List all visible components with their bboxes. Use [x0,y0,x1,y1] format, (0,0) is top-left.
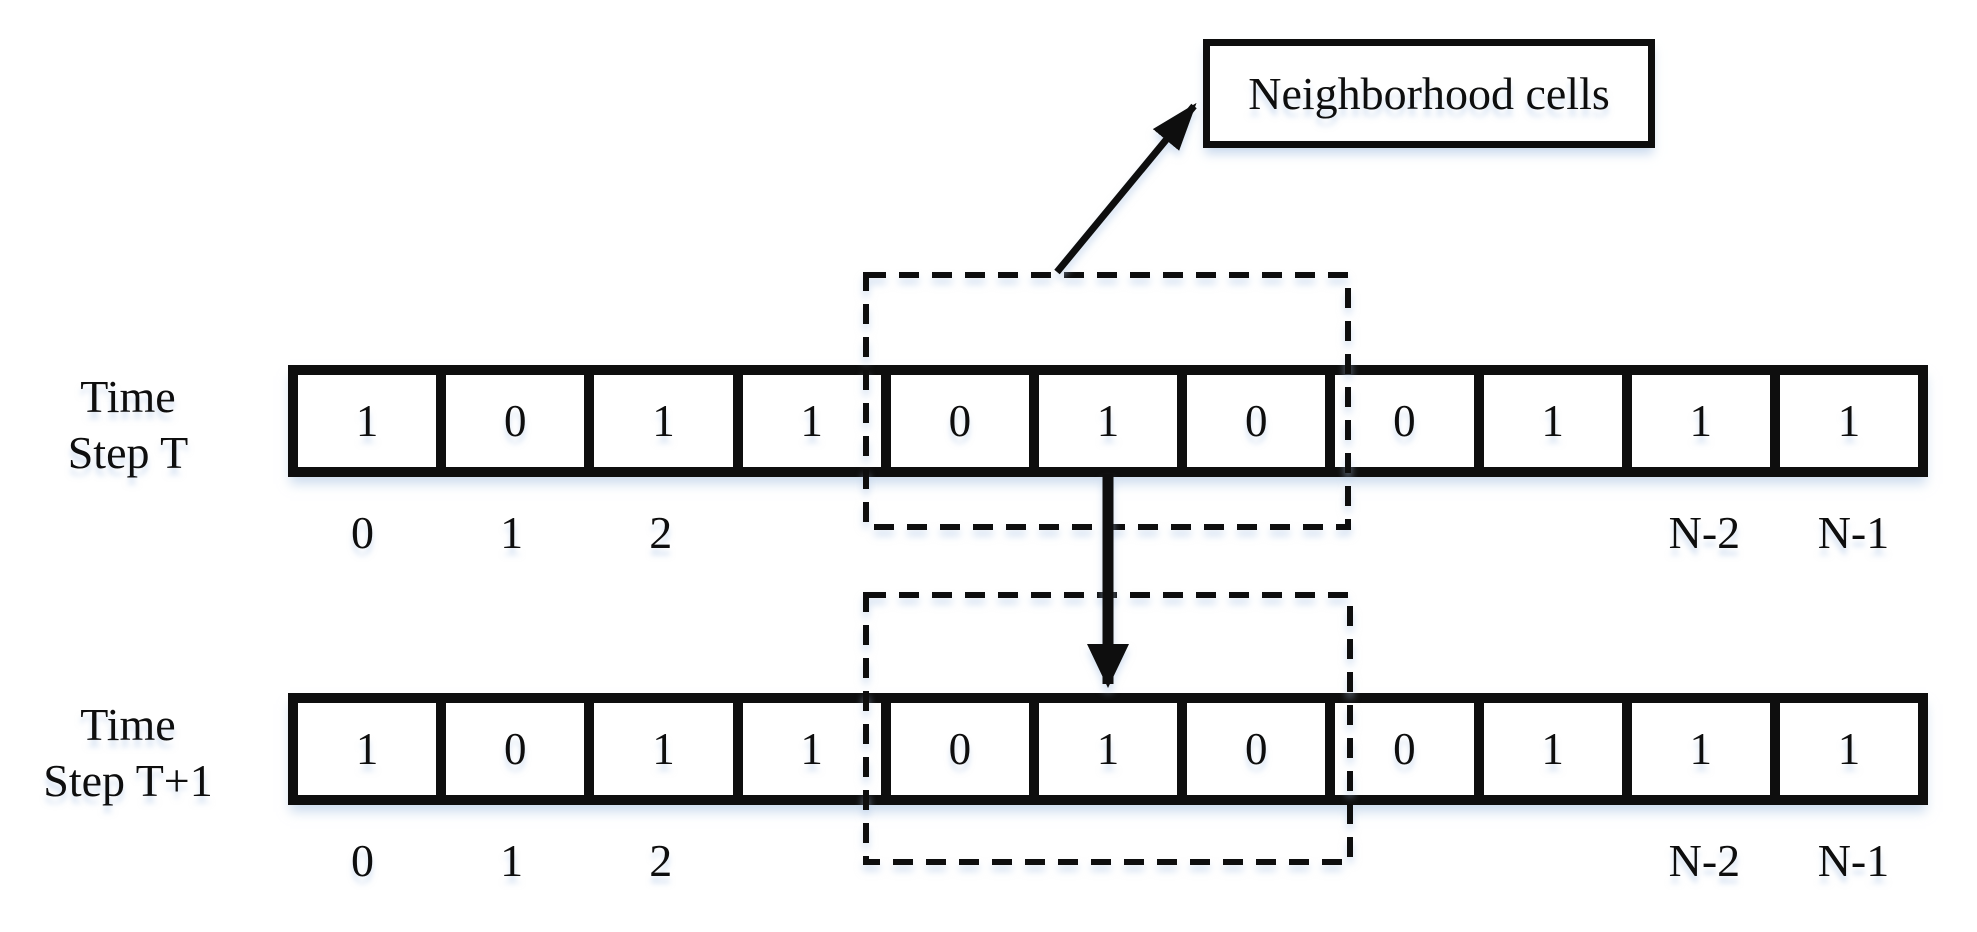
index-label-time-step-t-10: N-1 [1817,506,1890,558]
row-label-time-step-t-plus-1: Time Step T+1 [0,694,256,812]
index-label-time-step-t-plus-1-6 [1183,831,1332,889]
cell-time-step-t-5: 1 [1033,370,1183,472]
cell-time-step-t-4: 0 [885,370,1034,472]
index-label-time-step-t-plus-1-0: 0 [351,834,375,886]
cell-time-step-t-1: 0 [441,370,590,472]
index-label-time-step-t-0: 0 [351,506,375,558]
index-label-time-step-t-plus-1-1: 1 [500,834,524,886]
cell-time-step-t-plus-1-9: 1 [1626,698,1775,800]
index-row-time-step-t: 0 1 2 N-2 N-1 [288,503,1928,561]
cell-time-step-t-plus-1-6: 0 [1182,698,1331,800]
cell-time-step-t-plus-1-2: 1 [589,698,738,800]
index-label-time-step-t-3 [735,503,884,561]
index-label-time-step-t-1: 1 [500,506,524,558]
index-label-time-step-t-plus-1-2: 2 [649,834,673,886]
pointer-arrow-to-label-icon [1054,102,1197,275]
row-label-line: Step T [67,427,189,478]
index-label-time-step-t-plus-1-4 [884,831,1033,889]
cell-time-step-t-plus-1-1: 0 [441,698,590,800]
index-label-time-step-t-plus-1-3 [735,831,884,889]
index-label-time-step-t-plus-1-5 [1033,831,1182,889]
index-label-time-step-t-plus-1-9: N-2 [1668,834,1741,886]
cell-time-step-t-plus-1-4: 0 [885,698,1034,800]
cell-time-step-t-plus-1-5: 1 [1033,698,1183,800]
cell-time-step-t-10: 1 [1774,370,1924,472]
index-label-time-step-t-plus-1-10: N-1 [1817,834,1890,886]
row-label-line: Step T+1 [43,755,213,806]
cell-time-step-t-plus-1-3: 1 [737,698,886,800]
cell-time-step-t-plus-1-8: 1 [1478,698,1627,800]
cell-time-step-t-0: 1 [293,370,442,472]
cell-time-step-t-9: 1 [1626,370,1775,472]
index-label-time-step-t-9: N-2 [1668,506,1741,558]
row-label-line: Time [80,699,176,750]
cell-time-step-t-2: 1 [589,370,738,472]
index-label-time-step-t-5 [1033,503,1182,561]
row-label-time-step-t: Time Step T [0,366,256,484]
index-label-time-step-t-7 [1332,503,1481,561]
neighborhood-label-box: Neighborhood cells [1203,39,1655,148]
cell-time-step-t-plus-1-10: 1 [1774,698,1924,800]
index-label-time-step-t-4 [884,503,1033,561]
index-label-time-step-t-6 [1183,503,1332,561]
neighborhood-label-text: Neighborhood cells [1248,68,1610,119]
cell-time-step-t-6: 0 [1182,370,1331,472]
index-label-time-step-t-8 [1481,503,1630,561]
cell-time-step-t-8: 1 [1478,370,1627,472]
index-label-time-step-t-plus-1-8 [1481,831,1630,889]
row-label-line: Time [80,371,176,422]
index-row-time-step-t-plus-1: 0 1 2 N-2 N-1 [288,831,1928,889]
index-label-time-step-t-plus-1-7 [1332,831,1481,889]
index-label-time-step-t-2: 2 [649,506,673,558]
cell-time-step-t-plus-1-0: 1 [293,698,442,800]
cell-time-step-t-plus-1-7: 0 [1330,698,1479,800]
cell-time-step-t-3: 1 [737,370,886,472]
cell-time-step-t-7: 0 [1330,370,1479,472]
